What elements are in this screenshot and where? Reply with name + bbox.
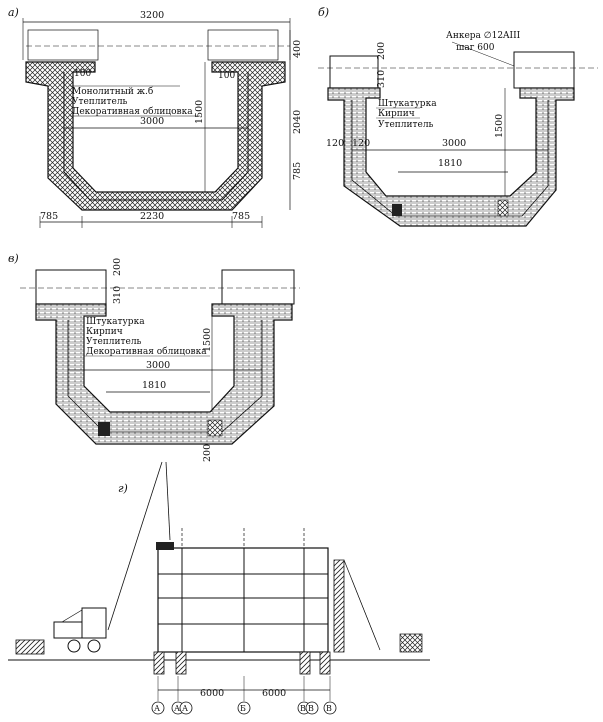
axis-label: Б: [240, 704, 246, 713]
dim-a-right-offset: 100: [218, 71, 235, 81]
label-b-plaster: Штукатурка: [378, 99, 437, 109]
label-a-insulation: Утеплитель: [72, 97, 128, 107]
panel-b-section: [327, 87, 575, 227]
dim-a-top-height: 400: [292, 40, 303, 58]
dim-d-span-1: 6000: [200, 688, 224, 699]
dim-c-bottom-width: 1810: [142, 380, 166, 391]
dim-a-total-depth: 2040: [292, 110, 303, 134]
dim-a-inner-width: 3000: [140, 116, 164, 127]
panel-b-tag: б): [318, 6, 329, 19]
label-a-concrete: Монолитный ж.б: [72, 86, 153, 97]
label-b-anchors: Анкера ∅12AIII: [446, 31, 521, 41]
label-c-brick: Кирпич: [86, 327, 123, 337]
crane: [53, 607, 107, 653]
dim-c-bottom-thickness: 200: [202, 444, 213, 462]
panel-b: б) Анкера ∅12AIII шаг 600 200 310 Штукат…: [318, 6, 598, 227]
dim-b-wall-left: 120: [326, 138, 344, 149]
panel-a: а) 3200 100 100 Монолитный ж.б Утеплител…: [8, 6, 303, 228]
building-frame: [157, 547, 329, 653]
dim-a-inner-depth: 1500: [194, 100, 205, 124]
dim-c-cap-height: 200: [112, 258, 123, 276]
dim-b-bottom-width: 1810: [438, 158, 462, 169]
label-b-insulation: Утеплитель: [378, 120, 434, 130]
dim-b-inner-width: 3000: [442, 138, 466, 149]
dim-d-span-2: 6000: [262, 688, 286, 699]
axis-label: А: [174, 704, 180, 713]
dim-a-bottom-left: 785: [40, 211, 58, 222]
panel-c-section: [35, 303, 293, 445]
axis-label: А: [154, 704, 160, 713]
dim-a-left-offset: 100: [74, 69, 91, 79]
axis-label: А: [182, 704, 188, 713]
panel-c-tag: в): [8, 252, 19, 265]
label-a-cladding: Декоративная облицовка: [72, 106, 193, 117]
panel-a-section: [25, 61, 286, 211]
panel-c: в) 200 310 Штукатурка Кирпич Утеплитель …: [8, 252, 300, 462]
label-b-brick: Кирпич: [378, 109, 415, 119]
dim-a-top-width: 3200: [140, 10, 164, 21]
label-c-insulation: Утеплитель: [86, 337, 142, 347]
dim-b-wall-height: 310: [376, 70, 387, 88]
dim-c-inner-depth: 1500: [202, 328, 213, 352]
dim-a-lower-depth: 785: [292, 162, 303, 180]
dim-c-inner-width: 3000: [146, 360, 170, 371]
dim-b-cap-height: 200: [376, 42, 387, 60]
axis-label: В: [326, 704, 332, 713]
panel-d: г): [8, 461, 430, 715]
dim-b-wall-right: 120: [352, 138, 370, 149]
axis-bubbles: А А А Б В В В: [151, 676, 337, 715]
dim-b-inner-depth: 1500: [494, 114, 505, 138]
dim-a-bottom-right: 785: [232, 211, 250, 222]
label-b-anchor-step: шаг 600: [456, 43, 495, 53]
dim-a-bottom-mid: 2230: [140, 211, 164, 222]
dim-c-wall-height: 310: [112, 286, 123, 304]
axis-label: В: [300, 704, 306, 713]
label-c-cladding: Декоративная облицовка: [86, 346, 207, 357]
axis-label: В: [308, 704, 314, 713]
panel-d-tag: г): [118, 482, 128, 495]
label-c-plaster: Штукатурка: [86, 317, 145, 327]
panel-a-tag: а): [8, 6, 19, 19]
